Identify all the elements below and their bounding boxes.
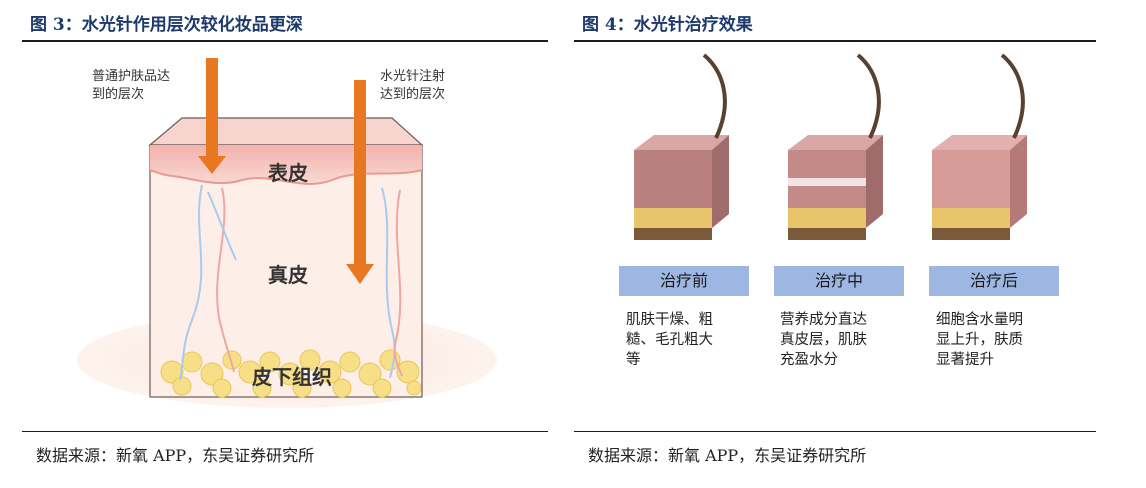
figure-4-bottom-rule [574,431,1096,432]
stage-label-after: 治疗后 [929,266,1059,296]
skin-block-before [634,53,729,240]
figure-3-panel: 图 3：水光针作用层次较化妆品更深 [22,0,548,488]
stage-desc-during: 营养成分直达 真皮层，肌肤 充盈水分 [780,312,867,368]
figure-3-bottom-rule [22,431,548,432]
injection-arrow [346,80,374,284]
blood-vessels [179,184,403,381]
stage-desc-after: 细胞含水量明 显上升，肤质 显著提升 [936,312,1023,368]
stage-label-before: 治疗前 [619,266,749,296]
figure-4-top-rule [574,40,1096,42]
treatment-skin-blocks [634,53,1027,240]
label-epidermis: 表皮 [268,161,308,185]
skin-block-during [788,53,883,240]
caption-cosmetic-line2: 到的层次 [92,86,144,102]
skin-block-after [932,53,1027,240]
skin-layer-diagram: 表皮 真皮 皮下组织 普通护肤品达 到的层次 水光针注射 达到的层次 [77,58,497,408]
figure-4-title: 图 4：水光针治疗效果 [582,15,753,35]
label-subcutaneous: 皮下组织 [252,365,332,389]
block-top-face [148,117,424,146]
figure-4-panel: 图 4：水光针治疗效果 [574,0,1096,488]
label-dermis: 真皮 [268,263,308,287]
caption-injection-line2: 达到的层次 [380,86,445,102]
stage-label-during: 治疗中 [774,266,904,296]
figure-3-title: 图 3：水光针作用层次较化妆品更深 [30,15,303,35]
fat-cells [160,349,422,398]
caption-cosmetic-line1: 普通护肤品达 [92,69,170,84]
figure-3-source: 数据来源：新氧 APP，东吴证券研究所 [36,446,315,465]
caption-injection-line1: 水光针注射 [380,68,445,84]
cosmetic-arrow [198,58,226,174]
figure-3-top-rule [22,40,548,42]
figure-4-source: 数据来源：新氧 APP，东吴证券研究所 [588,446,867,465]
stage-desc-before: 肌肤干燥、粗 糙、毛孔粗大 等 [626,312,713,368]
